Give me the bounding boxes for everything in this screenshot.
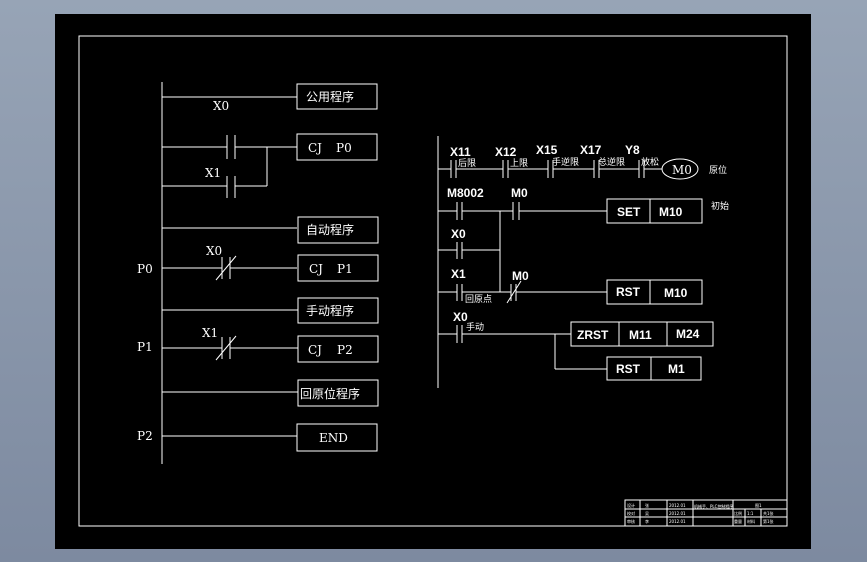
svg-text:总逆限: 总逆限	[598, 156, 625, 168]
svg-text:Y8: Y8	[625, 143, 640, 157]
svg-text:M0: M0	[512, 269, 529, 283]
instruction-box-set	[606, 198, 703, 224]
svg-text:M1: M1	[668, 362, 685, 376]
svg-text:上限: 上限	[510, 158, 528, 169]
svg-text:M10: M10	[664, 286, 688, 300]
box-label-home: 回原位程序	[300, 386, 360, 401]
svg-text:M0: M0	[672, 163, 692, 177]
svg-text:X1: X1	[202, 326, 218, 340]
pointer-p2: P2	[137, 429, 153, 443]
svg-text:X0: X0	[206, 244, 222, 258]
svg-text:2012.01: 2012.01	[669, 503, 686, 508]
contact-x0	[456, 242, 463, 259]
svg-text:P0: P0	[336, 141, 352, 155]
drawing-sheet: X0 公用程序 X1 CJ P0 自动程序 P0 X0 CJ P1 手动程序 P…	[55, 14, 811, 549]
svg-text:材料: 材料	[747, 518, 755, 524]
contact-m0	[512, 202, 520, 220]
svg-text:校对: 校对	[627, 510, 635, 516]
contact-label-x1: X1	[205, 166, 221, 180]
svg-text:M0: M0	[511, 186, 528, 200]
svg-text:回原点: 回原点	[465, 294, 492, 305]
svg-text:X15: X15	[536, 143, 558, 157]
svg-text:P1: P1	[337, 262, 353, 276]
title-block: 设计 张 2012.01 机械手、PLC控制程序 图1 校对 吴 2012.01…	[624, 499, 788, 527]
box-label-manual: 手动程序	[306, 303, 354, 318]
contact-x1	[456, 284, 463, 301]
contact-x11	[450, 160, 457, 178]
svg-text:手动: 手动	[466, 321, 484, 333]
instruction-box-auto	[297, 216, 379, 244]
svg-text:X1: X1	[451, 267, 466, 281]
svg-text:CJ: CJ	[308, 141, 322, 155]
contact-m8002	[456, 202, 463, 220]
svg-text:张: 张	[645, 502, 649, 508]
instruction-box-manual	[297, 297, 379, 324]
drawing-frame	[78, 35, 788, 527]
svg-text:比例: 比例	[734, 510, 742, 516]
ladder-diagram: X0 公用程序 X1 CJ P0 自动程序 P0 X0 CJ P1 手动程序 P…	[78, 35, 788, 527]
instruction-box-end	[296, 423, 378, 452]
pointer-p1: P1	[137, 340, 153, 354]
svg-text:2012.01: 2012.01	[669, 519, 686, 524]
instruction-box-rst-m1	[606, 356, 702, 381]
instruction-box-zrst	[570, 321, 714, 347]
svg-text:图1: 图1	[755, 502, 762, 508]
svg-text:ZRST: ZRST	[577, 328, 609, 342]
svg-text:SET: SET	[617, 205, 641, 219]
svg-text:第1张: 第1张	[763, 518, 774, 524]
contact-label-x0: X0	[213, 99, 229, 113]
svg-text:放松: 放松	[641, 156, 659, 168]
svg-text:RST: RST	[616, 285, 641, 299]
svg-text:设计: 设计	[627, 502, 635, 508]
svg-text:X17: X17	[580, 143, 602, 157]
box-label-end: END	[319, 431, 348, 445]
instruction-box-rst-m10	[606, 279, 703, 305]
svg-text:X12: X12	[495, 145, 517, 159]
instruction-box-home	[297, 379, 379, 407]
svg-text:吴: 吴	[645, 511, 649, 516]
svg-text:李: 李	[645, 518, 649, 524]
svg-text:重量: 重量	[734, 518, 742, 524]
svg-text:M8002: M8002	[447, 186, 484, 200]
svg-text:X0: X0	[453, 310, 468, 324]
svg-text:1:1: 1:1	[747, 511, 754, 516]
coil-note: 原位	[709, 164, 727, 176]
svg-text:X11: X11	[450, 145, 471, 159]
set-note: 初始	[711, 200, 729, 212]
pointer-p0: P0	[137, 262, 153, 276]
svg-text:CJ: CJ	[308, 343, 322, 357]
coil-m0	[661, 158, 699, 180]
svg-text:M24: M24	[676, 327, 700, 341]
svg-text:手逆限: 手逆限	[552, 156, 579, 168]
svg-text:M11: M11	[629, 328, 652, 342]
contact-x0-manual	[456, 325, 463, 343]
svg-text:M10: M10	[659, 205, 683, 219]
svg-text:RST: RST	[616, 362, 641, 376]
instruction-box-cj-p2	[297, 335, 379, 363]
box-label-auto: 自动程序	[306, 222, 354, 237]
box-label-common: 公用程序	[306, 89, 354, 104]
svg-text:审核: 审核	[627, 518, 635, 524]
svg-text:2012.01: 2012.01	[669, 511, 686, 516]
contact-x12	[502, 160, 509, 178]
instruction-box-cj-p1	[297, 254, 379, 282]
svg-text:机械手、PLC控制程序: 机械手、PLC控制程序	[694, 503, 733, 509]
instruction-box-cj-p0	[296, 133, 378, 161]
svg-text:X0: X0	[451, 227, 466, 241]
svg-text:CJ: CJ	[309, 262, 323, 276]
instruction-box-common	[296, 83, 378, 110]
svg-text:后限: 后限	[458, 158, 476, 169]
svg-text:共1张: 共1张	[763, 510, 774, 516]
svg-text:P2: P2	[337, 343, 353, 357]
